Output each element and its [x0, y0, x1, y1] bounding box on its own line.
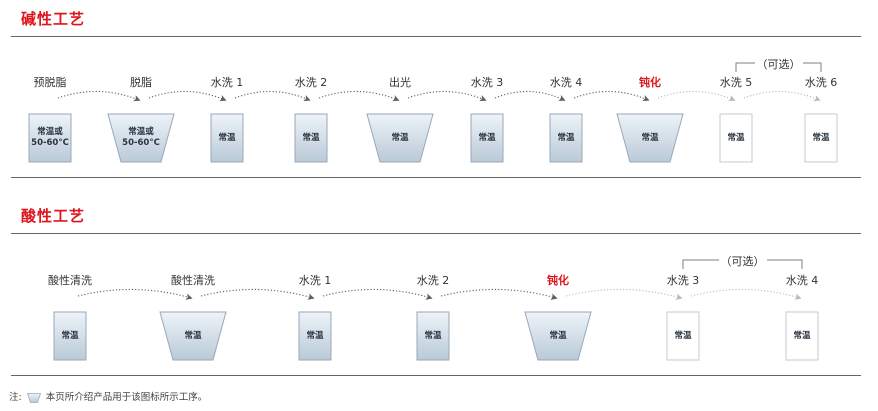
acidic-step-label-6: 水洗 3: [666, 274, 700, 287]
acidic-tank-text-6: 常温: [674, 330, 692, 341]
acidic-flow-arrow-6: [690, 288, 802, 300]
acidic-step-label-7: 水洗 4: [785, 274, 819, 287]
alkaline-flow-arrow-9: [743, 90, 821, 102]
alkaline-step-label-1: 预脱脂: [33, 76, 67, 89]
acidic-optional-label: （可选）: [718, 253, 767, 269]
acidic-step-label-5: 钝化: [547, 274, 569, 287]
alkaline-tank-text-2: 常温或 50-60°C: [122, 127, 160, 148]
acidic-tank-3-rect: [298, 311, 332, 361]
alkaline-top-rule: [11, 36, 861, 37]
alkaline-tank-6-rect: [470, 113, 504, 163]
acidic-step-label-1: 酸性清洗: [48, 274, 92, 287]
alkaline-tank-3-rect: [210, 113, 244, 163]
footer-prefix: 注:: [9, 392, 22, 403]
alkaline-tank-text-9: 常温: [727, 132, 745, 143]
alkaline-step-label-7: 水洗 4: [549, 76, 583, 89]
acidic-section-title: 酸性工艺: [21, 207, 86, 225]
acidic-tank-text-5: 常温: [549, 330, 567, 341]
acidic-flow-arrow-2: [200, 288, 315, 300]
alkaline-flow-arrow-7: [573, 90, 650, 102]
trapezoid-tank-icon: [26, 392, 41, 403]
acidic-tank-4-rect: [416, 311, 450, 361]
alkaline-flow-arrow-6: [494, 90, 566, 101]
alkaline-tank-text-10: 常温: [812, 132, 830, 143]
alkaline-tank-1-rect: [28, 113, 72, 163]
alkaline-flow-arrow-4: [318, 90, 400, 102]
footer-text: 本页所介绍产品用于该图标所示工序。: [45, 392, 208, 403]
alkaline-tank-2-trapezoid: [107, 113, 175, 163]
alkaline-tank-4-rect: [294, 113, 328, 163]
alkaline-tank-9-rect: [719, 113, 753, 163]
acidic-step-label-3: 水洗 1: [298, 274, 332, 287]
acidic-flow-arrow-5: [565, 288, 683, 300]
acidic-tank-6-rect: [666, 311, 700, 361]
alkaline-step-label-3: 水洗 1: [210, 76, 244, 89]
alkaline-flow-arrow-8: [657, 90, 736, 102]
alkaline-section-title: 碱性工艺: [21, 10, 86, 28]
acidic-step-label-4: 水洗 2: [416, 274, 450, 287]
alkaline-tank-text-6: 常温: [478, 132, 496, 143]
alkaline-optional-label: （可选）: [754, 56, 803, 72]
alkaline-flow-arrow-5: [407, 90, 487, 102]
acidic-tank-text-2: 常温: [184, 330, 202, 341]
alkaline-tank-text-7: 常温: [557, 132, 575, 143]
alkaline-step-label-4: 水洗 2: [294, 76, 328, 89]
acidic-tank-7-rect: [785, 311, 819, 361]
acidic-tank-text-1: 常温: [61, 330, 79, 341]
acidic-top-rule: [11, 233, 861, 234]
alkaline-tank-7-rect: [549, 113, 583, 163]
alkaline-tank-text-4: 常温: [302, 132, 320, 143]
acidic-bottom-rule: [11, 375, 861, 376]
alkaline-bottom-rule: [11, 177, 861, 178]
acidic-tank-5-trapezoid: [524, 311, 592, 361]
alkaline-tank-text-3: 常温: [218, 132, 236, 143]
alkaline-step-label-5: 出光: [389, 76, 411, 89]
alkaline-tank-8-trapezoid: [616, 113, 684, 163]
alkaline-tank-text-1: 常温或 50-60°C: [31, 127, 69, 148]
acidic-tank-text-3: 常温: [306, 330, 324, 341]
alkaline-step-label-8: 钝化: [639, 76, 661, 89]
alkaline-flow-arrow-3: [234, 90, 311, 102]
alkaline-flow-arrow-2: [148, 90, 227, 102]
acidic-tank-text-4: 常温: [424, 330, 442, 341]
alkaline-flow-arrow-1: [57, 90, 141, 102]
acidic-step-label-2: 酸性清洗: [171, 274, 215, 287]
alkaline-step-label-2: 脱脂: [130, 76, 152, 89]
acidic-flow-arrow-3: [322, 288, 433, 300]
footer-note: 注: 本页所介绍产品用于该图标所示工序。: [9, 389, 207, 403]
acidic-tank-text-7: 常温: [793, 330, 811, 341]
acidic-tank-1-rect: [53, 311, 87, 361]
alkaline-tank-5-trapezoid: [366, 113, 434, 163]
acidic-flow-arrow-4: [440, 288, 558, 300]
acidic-tank-2-trapezoid: [159, 311, 227, 361]
alkaline-step-label-6: 水洗 3: [470, 76, 504, 89]
acidic-flow-arrow-1: [77, 288, 193, 300]
alkaline-tank-text-5: 常温: [391, 132, 409, 143]
alkaline-step-label-9: 水洗 5: [719, 76, 753, 89]
alkaline-tank-10-rect: [804, 113, 838, 163]
alkaline-tank-text-8: 常温: [641, 132, 659, 143]
alkaline-step-label-10: 水洗 6: [804, 76, 838, 89]
